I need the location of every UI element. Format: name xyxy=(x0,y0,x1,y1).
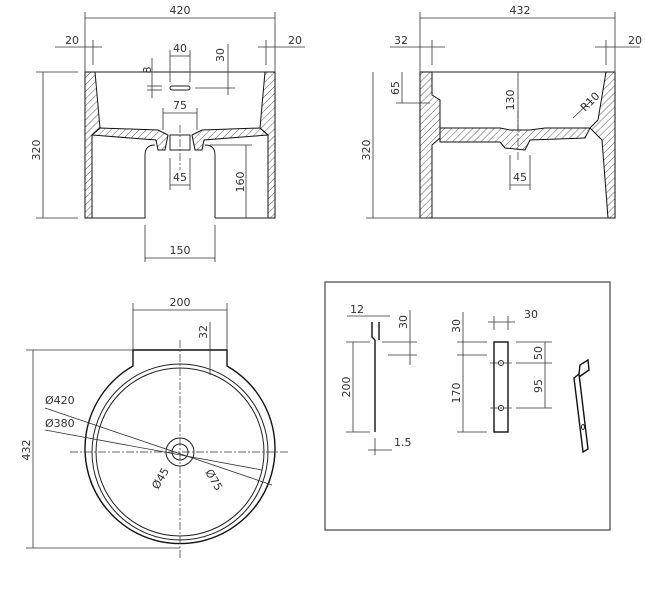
dim-bracket-hook: 30 xyxy=(397,315,410,329)
dim-inner-height: 160 xyxy=(234,172,247,193)
dim-slot-width: 40 xyxy=(173,42,187,55)
dim-front-wall-right: 20 xyxy=(288,34,302,47)
dim-side-height: 320 xyxy=(360,140,373,161)
dim-drain-inner-diameter: Ø45 xyxy=(149,465,172,491)
dim-bracket-width: 30 xyxy=(524,308,538,321)
dim-front-height: 320 xyxy=(30,140,43,161)
dim-bracket-thickness-top: 12 xyxy=(350,303,364,316)
dim-top-depth: 65 xyxy=(389,81,402,95)
dim-front-wall-left: 20 xyxy=(65,34,79,47)
bracket-detail-panel: 12 30 200 1.5 30 170 30 50 95 xyxy=(324,281,611,531)
dim-inner-diameter: Ø380 xyxy=(45,417,75,430)
dim-drain-outer-diameter: Ø75 xyxy=(202,467,225,493)
dim-side-drain: 45 xyxy=(513,171,527,184)
side-section-view: 432 32 20 65 130 R10 320 45 xyxy=(360,4,642,219)
dim-outer-diameter: Ø420 xyxy=(45,394,75,407)
dim-drain-outer: 75 xyxy=(173,99,187,112)
dim-bowl-depth: 130 xyxy=(504,90,517,111)
dim-slot-offset: 30 xyxy=(214,48,227,62)
dim-bracket-plate: 1.5 xyxy=(394,436,412,449)
dim-side-wall-left: 32 xyxy=(394,34,408,47)
dim-bracket-hole1: 50 xyxy=(532,346,545,360)
dim-bracket-length: 200 xyxy=(340,377,353,398)
dim-bracket-top-offset: 30 xyxy=(450,319,463,333)
top-plan-view: 200 32 432 Ø420 Ø380 Ø45 Ø75 xyxy=(20,296,290,560)
dim-opening: 150 xyxy=(170,244,191,257)
bracket-isometric-icon xyxy=(573,358,590,454)
dim-bracket-hole-spacing: 95 xyxy=(532,379,545,393)
dim-tab-depth: 32 xyxy=(197,325,210,339)
dim-bracket-body: 170 xyxy=(450,383,463,404)
dim-side-wall-right: 20 xyxy=(628,34,642,47)
dim-tab-width: 200 xyxy=(170,296,191,309)
dim-side-width: 432 xyxy=(510,4,531,17)
dim-slot-height: 8 xyxy=(141,67,154,74)
front-section-view: 420 20 20 40 8 30 75 45 160 320 150 xyxy=(30,4,305,262)
dim-front-width: 420 xyxy=(170,4,191,17)
dim-drain-inner: 45 xyxy=(173,171,187,184)
dim-top-depth: 432 xyxy=(20,440,33,461)
